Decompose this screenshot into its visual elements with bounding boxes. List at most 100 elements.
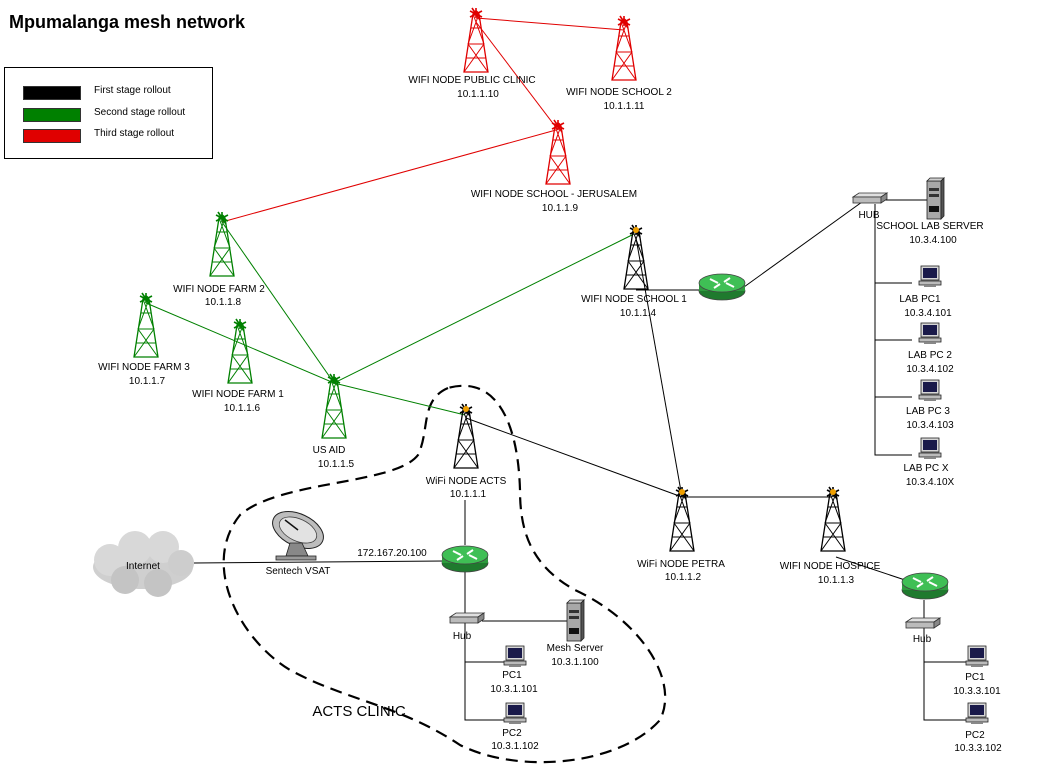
farm3-ip: 10.1.1.7 bbox=[129, 376, 166, 387]
lab-pcx-name: LAB PC X bbox=[903, 463, 948, 474]
acts-pc2-icon bbox=[503, 702, 527, 725]
hospice-router-icon bbox=[901, 572, 949, 600]
legend-swatch-green bbox=[23, 108, 81, 122]
hospice-ip: 10.1.1.3 bbox=[818, 575, 855, 586]
school-server-name: SCHOOL LAB SERVER bbox=[876, 221, 983, 232]
link-hub-pc-bus bbox=[464, 623, 505, 721]
first-stage-tips bbox=[463, 227, 836, 495]
lab-pc3-ip: 10.3.4.103 bbox=[906, 420, 954, 431]
farm3-name: WIFI NODE FARM 3 bbox=[98, 362, 190, 373]
lab-pc2-icon bbox=[918, 322, 942, 345]
lab-pc3-icon bbox=[918, 379, 942, 402]
second-stage-links bbox=[145, 221, 635, 416]
link-acts-petra bbox=[465, 417, 683, 498]
school2-tower-icon bbox=[611, 15, 637, 81]
link-internet-router bbox=[193, 560, 445, 564]
school-lab-server-icon bbox=[926, 177, 945, 220]
farm2-name: WIFI NODE FARM 2 bbox=[173, 284, 265, 295]
school1-router-icon bbox=[698, 273, 746, 301]
link-usaid-acts bbox=[333, 382, 466, 416]
internet-cloud-icon bbox=[93, 531, 194, 597]
acts-clinic-boundary bbox=[222, 384, 667, 764]
lab-pc2-ip: 10.3.4.102 bbox=[906, 364, 954, 375]
vsat-ip-label: 172.167.20.100 bbox=[357, 548, 427, 559]
mesh-server-name: Mesh Server bbox=[547, 643, 604, 654]
lab-pcx-ip: 10.3.4.10X bbox=[906, 477, 955, 488]
link-farm3-usaid bbox=[145, 302, 335, 384]
third-stage-links bbox=[221, 17, 625, 223]
farm2-ip: 10.1.1.8 bbox=[205, 297, 242, 308]
satellite-dish-icon bbox=[272, 511, 324, 561]
legend: First stage rollout Second stage rollout… bbox=[4, 67, 213, 159]
acts-pc1-icon bbox=[503, 645, 527, 668]
public-clinic-name: WIFI NODE PUBLIC CLINIC bbox=[408, 75, 535, 86]
acts-pc1-name: PC1 bbox=[502, 670, 522, 681]
usaid-tower-icon bbox=[321, 373, 347, 439]
hospice-hub-label: Hub bbox=[913, 634, 932, 645]
mesh-server-ip: 10.3.1.100 bbox=[551, 657, 599, 668]
farm1-name: WIFI NODE FARM 1 bbox=[192, 389, 284, 400]
farm1-tower-icon bbox=[227, 318, 253, 384]
acts-ip: 10.1.1.1 bbox=[450, 489, 487, 500]
school1-tower-icon bbox=[623, 224, 649, 290]
link-farm2-usaid bbox=[221, 221, 335, 384]
petra-ip: 10.1.1.2 bbox=[665, 572, 702, 583]
public-clinic-ip: 10.1.1.10 bbox=[457, 89, 499, 100]
hospice-name: WIFI NODE HOSPICE bbox=[780, 561, 881, 572]
school1-ip: 10.1.1.4 bbox=[620, 308, 657, 319]
hospice-pc1-name: PC1 bbox=[965, 672, 985, 683]
jerusalem-name: WIFI NODE SCHOOL - JERUSALEM bbox=[471, 189, 637, 200]
diagram-title: Mpumalanga mesh network bbox=[9, 12, 246, 32]
legend-label: Second stage rollout bbox=[94, 107, 186, 118]
link-public-clinic-school2 bbox=[475, 17, 625, 31]
school2-name: WIFI NODE SCHOOL 2 bbox=[566, 87, 672, 98]
usaid-name: US AID bbox=[313, 445, 346, 456]
lab-pc1-ip: 10.3.4.101 bbox=[904, 308, 952, 319]
farm2-tower-icon bbox=[209, 211, 235, 277]
usaid-ip: 10.1.1.5 bbox=[318, 459, 355, 470]
lab-pc3-name: LAB PC 3 bbox=[906, 406, 950, 417]
petra-name: WiFi NODE PETRA bbox=[637, 559, 725, 570]
school-server-ip: 10.3.4.100 bbox=[909, 235, 957, 246]
acts-name: WiFi NODE ACTS bbox=[426, 476, 507, 487]
acts-router-icon bbox=[441, 545, 489, 573]
farm3-tower-icon bbox=[133, 292, 159, 358]
school-hub-icon bbox=[852, 192, 888, 204]
school-hub-label: HUB bbox=[858, 210, 879, 221]
acts-pc1-ip: 10.3.1.101 bbox=[490, 684, 538, 695]
legend-label: First stage rollout bbox=[94, 85, 171, 96]
acts-clinic-label: ACTS CLINIC bbox=[312, 703, 406, 720]
link-hospice-router bbox=[835, 556, 906, 581]
hospice-pc2-ip: 10.3.3.102 bbox=[954, 743, 1002, 754]
internet-label: Internet bbox=[126, 561, 160, 572]
farm1-ip: 10.1.1.6 bbox=[224, 403, 261, 414]
link-hub-lab-bus bbox=[874, 204, 912, 456]
hospice-pc2-name: PC2 bbox=[965, 730, 985, 741]
school1-name: WIFI NODE SCHOOL 1 bbox=[581, 294, 687, 305]
link-farm2-jerusalem bbox=[221, 129, 557, 223]
school2-ip: 10.1.1.11 bbox=[604, 101, 645, 112]
acts-pc2-ip: 10.3.1.102 bbox=[491, 741, 539, 752]
link-hospice-pc-bus bbox=[923, 628, 967, 721]
first-stage-links bbox=[193, 199, 967, 721]
lab-pc1-icon bbox=[918, 265, 942, 288]
mesh-server-icon bbox=[566, 599, 585, 642]
acts-hub-label: Hub bbox=[453, 631, 472, 642]
link-school1-petra bbox=[635, 237, 683, 498]
vsat-label: Sentech VSAT bbox=[266, 566, 331, 577]
legend-swatch-red bbox=[23, 129, 81, 143]
hospice-hub-icon bbox=[905, 617, 941, 629]
hospice-pc1-icon bbox=[965, 645, 989, 668]
lab-pc2-name: LAB PC 2 bbox=[908, 350, 952, 361]
link-public-clinic-jerusalem bbox=[475, 21, 559, 131]
hospice-pc2-icon bbox=[965, 702, 989, 725]
link-usaid-school1 bbox=[333, 233, 635, 384]
lab-pcx-icon bbox=[918, 437, 942, 460]
legend-swatch-black bbox=[23, 86, 81, 100]
hospice-pc1-ip: 10.3.3.101 bbox=[953, 686, 1001, 697]
jerusalem-ip: 10.1.1.9 bbox=[542, 203, 579, 214]
acts-hub-icon bbox=[449, 612, 485, 624]
public-clinic-tower-icon bbox=[463, 7, 489, 73]
link-router-hub bbox=[743, 201, 863, 288]
